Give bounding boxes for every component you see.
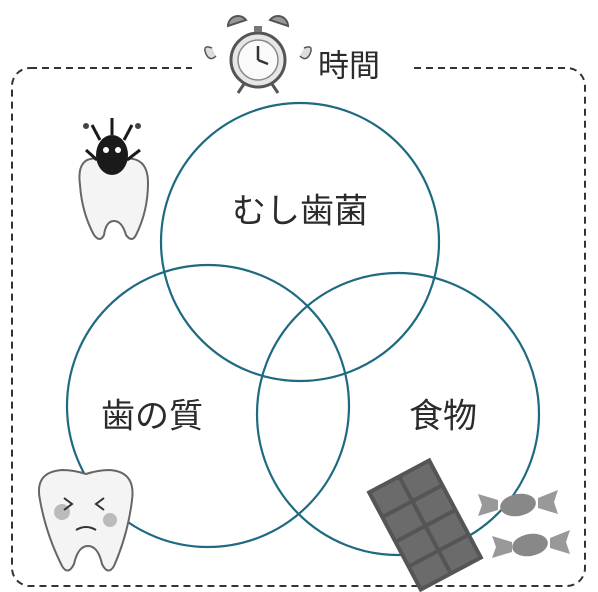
alarm-clock-icon [204,15,312,94]
circle-food [255,271,541,557]
worried-tooth-icon [38,468,134,572]
label-tooth-quality: 歯の質 [101,397,203,437]
label-food: 食物 [409,397,477,437]
label-bacteria: むし歯菌 [232,192,368,232]
time-label: 時間 [318,49,380,85]
circle-tooth-quality [65,263,351,549]
candy-icon [478,490,570,558]
germ-on-tooth-icon [78,118,150,240]
chocolate-icon [366,457,484,592]
circle-bacteria [159,101,441,383]
